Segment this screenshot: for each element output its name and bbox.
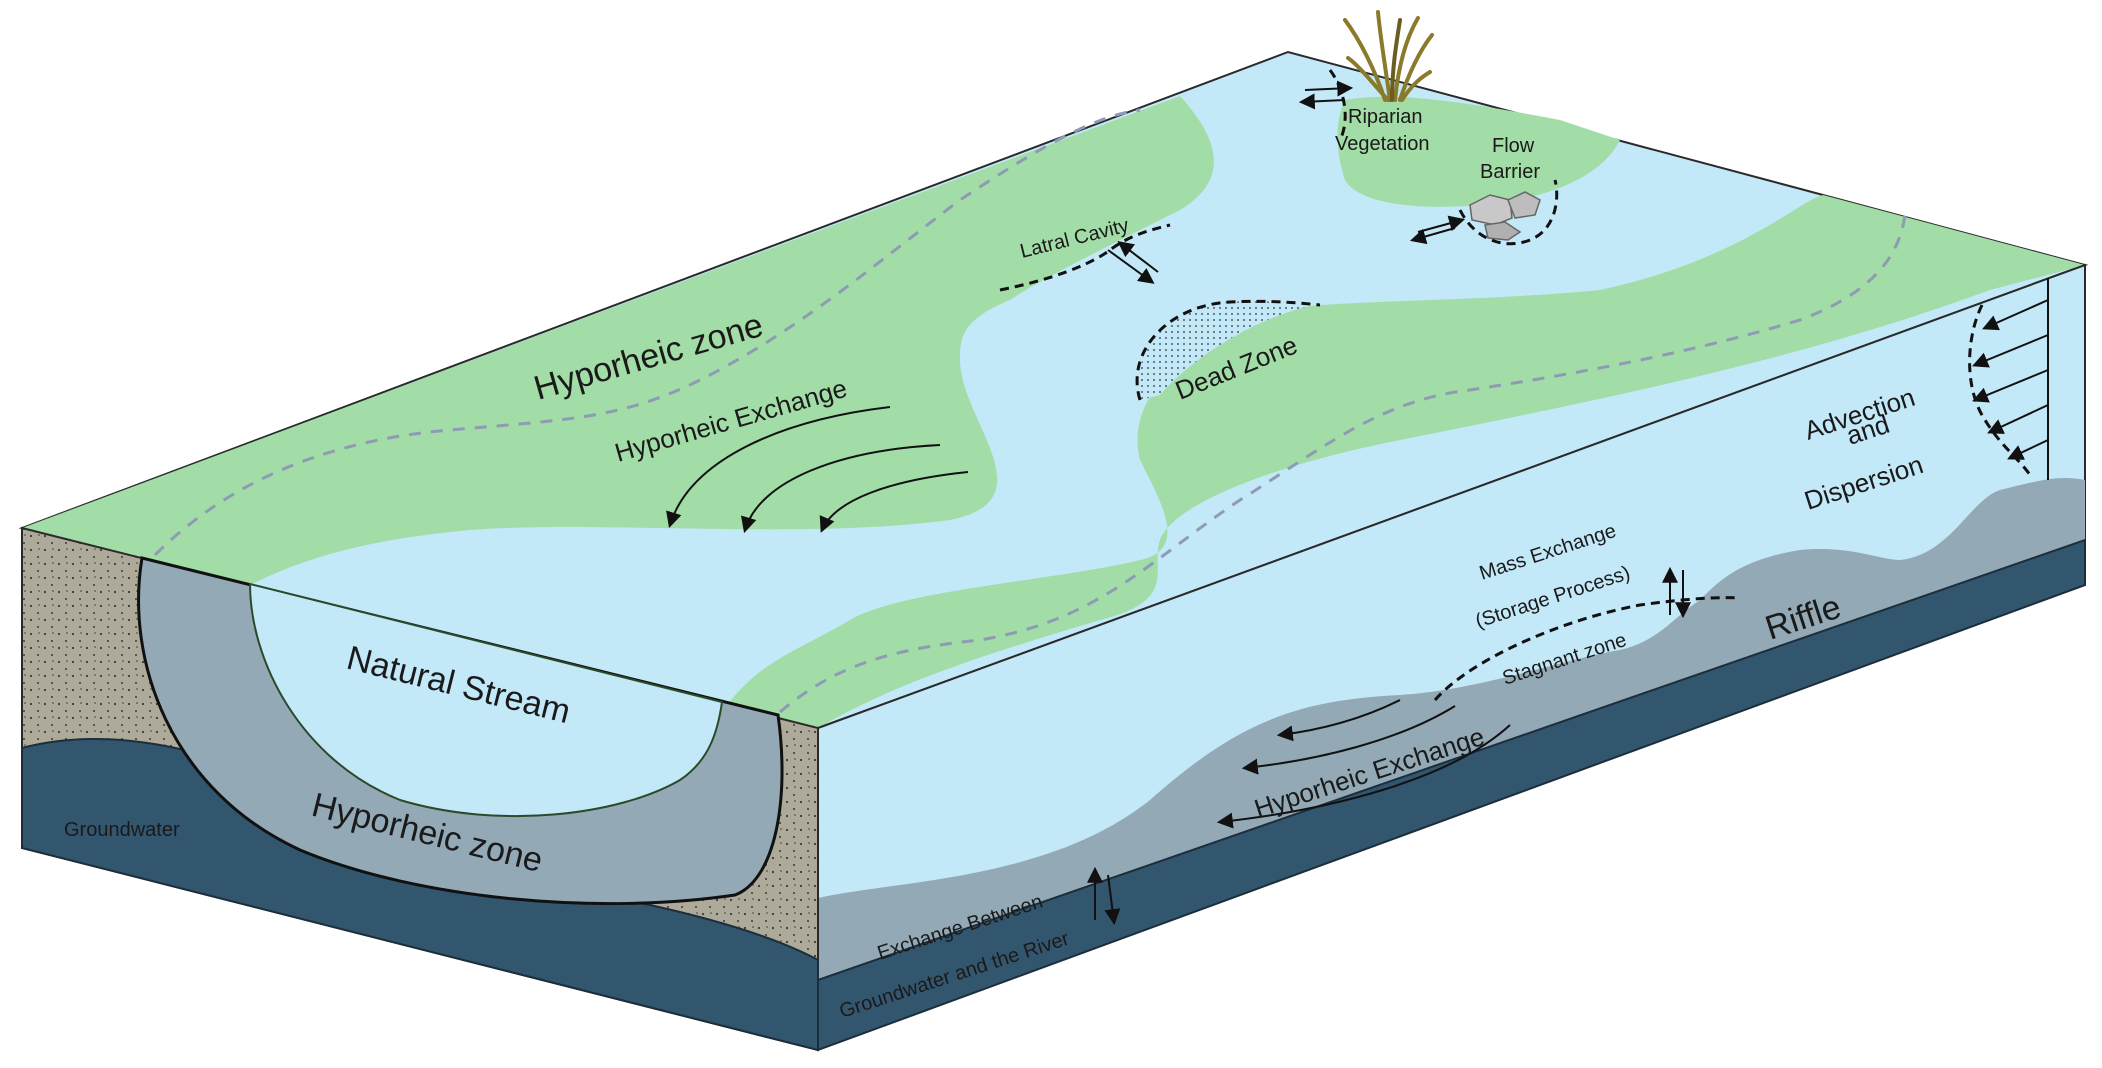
rocks-icon	[1469, 191, 1541, 241]
label-riparian-2: Vegetation	[1335, 133, 1430, 155]
grass-icon	[1343, 10, 1434, 102]
gw-exchange-arrow-down	[1104, 874, 1121, 926]
hyporheic-exchange-arrow-1	[666, 406, 891, 529]
dashed-hyporheic-boundary-right	[779, 214, 1907, 714]
velocity-arrow-2	[1972, 334, 2049, 368]
dead-zone-boundary	[1135, 299, 1321, 401]
label-flow-barrier-1: Flow	[1492, 135, 1535, 157]
lateral-cavity-arrow-1	[1107, 249, 1155, 284]
floodplain-riparian	[1337, 96, 1620, 207]
stagnant-zone-boundary	[1433, 596, 1741, 701]
side-hyporheic-arrow-1	[1276, 699, 1401, 742]
dashed-hyporheic-boundary-left	[153, 108, 1141, 557]
dead-zone-area	[1138, 301, 1310, 400]
velocity-arrow-5	[2007, 439, 2049, 460]
label-flow-barrier-2: Barrier	[1480, 161, 1540, 183]
hyporheic-exchange-arrow-3	[819, 471, 969, 533]
hyporheic-exchange-arrow-2	[741, 444, 941, 534]
velocity-arrow-3	[1972, 369, 2049, 403]
riparian-arrow-2	[1298, 93, 1346, 110]
side-hyporheic-arrow-2	[1241, 705, 1456, 775]
floodplain-left	[22, 96, 1214, 585]
label-riparian-1: Riparian	[1348, 106, 1422, 128]
label-groundwater: Groundwater	[64, 819, 180, 841]
front-face-stream-channel	[248, 582, 724, 818]
riparian-boundary	[1328, 69, 1347, 141]
velocity-arrow-4	[1987, 404, 2049, 434]
floodplain-right	[725, 195, 2085, 728]
lateral-cavity-arrow-2	[1117, 241, 1159, 273]
velocity-arrow-1	[1982, 299, 2049, 331]
side-hyporheic-arrow-3	[1216, 724, 1511, 829]
riparian-arrow-1	[1304, 80, 1354, 97]
flow-barrier-boundary	[1458, 179, 1559, 246]
side-face-hyporheic	[818, 478, 2085, 990]
flow-barrier-arrow-2	[1409, 227, 1456, 245]
